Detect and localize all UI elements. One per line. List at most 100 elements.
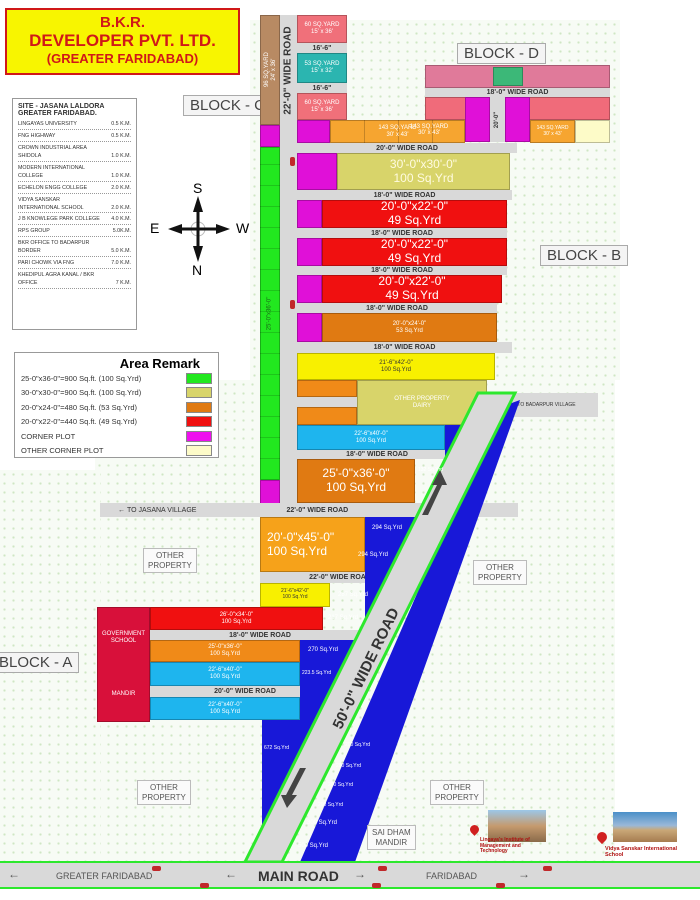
corner-plot-b4[interactable]: [297, 275, 322, 303]
map-pin-icon: [594, 829, 610, 845]
plot-20x45-orange[interactable]: 20'-0"x45'-0"100 Sq.Yrd: [260, 517, 365, 572]
plot-21x42-yellow[interactable]: 21'-6"x42'-0"100 Sq.Yrd: [297, 353, 495, 380]
plot-size: 49 Sq.Yrd: [387, 251, 442, 265]
legend-item: 30-0"x30-0"=900 Sq.ft. (100 Sq.Yrd): [21, 386, 212, 401]
plot-size: 49 Sq.Yrd: [387, 213, 442, 227]
road-18ft-g: 18'-0" WIDE ROAD: [150, 630, 370, 640]
plot-size: 30' x 43': [543, 130, 562, 137]
corner-plot-b3[interactable]: [297, 238, 322, 266]
arrow-left-icon: ←: [8, 867, 20, 881]
blue-plot-294-a[interactable]: 294 Sq.Yrd: [372, 525, 403, 531]
plot-red-row-3[interactable]: 20'-0"x22'-0"49 Sq.Yrd: [322, 274, 502, 303]
plot-25x36-orange[interactable]: 25'-0"x36'-0"100 Sq.Yrd: [297, 459, 415, 503]
car-icon: [152, 866, 161, 871]
road-18ft-b: 18'-0" WIDE ROAD: [297, 228, 507, 238]
label: SAI DHAM: [372, 828, 411, 837]
corner-plot-d1[interactable]: [465, 97, 490, 142]
plot-orange-small-1[interactable]: [297, 380, 357, 397]
plot-53-orange-row[interactable]: 20'-0"x24'-0"53 Sq.Yrd: [322, 313, 497, 342]
plot-label: 22'-6"x40'-0": [208, 701, 242, 708]
legend-title: Area Remark: [119, 356, 200, 371]
lingayas-photo: [488, 810, 546, 842]
label: OTHER: [442, 783, 471, 792]
corner-plot-b5[interactable]: [297, 313, 322, 342]
area-remark-legend: Area Remark 25-0"x36-0"=900 Sq.ft. (100 …: [14, 352, 219, 458]
plot-22x40-cyan-c[interactable]: 22'-6"x40'-0"100 Sq.Yrd: [150, 697, 300, 720]
plot-label: 20'-0"x22'-0": [380, 237, 449, 252]
blue-plot-294-b[interactable]: 294 Sq.Yrd: [358, 552, 389, 558]
road-18ft-c: 18'-0" WIDE ROAD: [297, 266, 507, 275]
road-20ft-a: 20'-0" WIDE ROAD: [297, 143, 517, 153]
legend-item: CORNER PLOT: [21, 429, 212, 444]
plot-label: 22'-6"x40'-0": [208, 667, 242, 674]
blue-plot-200-b[interactable]: 200 Sq.Yrd: [336, 763, 362, 769]
blue-plot-200-c[interactable]: 200 Sq.Yrd: [328, 782, 354, 788]
plot-96-sq-yard[interactable]: 96 SQ.YARD 24' x 36': [260, 15, 280, 125]
car-icon: [372, 883, 381, 888]
corner-plot-b2[interactable]: [297, 200, 322, 228]
plot-size: 100 Sq.Yrd: [393, 170, 454, 185]
lingayas-landmark[interactable]: Lingaya's Institute of Management and Te…: [458, 810, 548, 860]
corner-plot-143[interactable]: [297, 120, 330, 143]
plot-label: 60 SQ.YARD: [304, 22, 340, 29]
plot-red-row-2[interactable]: 20'-0"x22'-0"49 Sq.Yrd: [322, 237, 507, 266]
mandir-label: MANDIR: [111, 691, 136, 698]
compass-e: E: [150, 220, 160, 236]
other-corner-plot-d[interactable]: [575, 120, 610, 143]
arrow-down-icon: [281, 768, 306, 808]
corner-plot-c[interactable]: [260, 125, 280, 147]
legend-item: 20-0"x24-0"=480 Sq.ft. (53 Sq.Yrd): [21, 400, 212, 415]
place-name: ECHELON ENGG COLLEGE: [18, 184, 88, 191]
plot-30x30[interactable]: 30'-0"x30'-0"100 Sq.Yrd: [337, 153, 510, 190]
corner-plot-b1[interactable]: [297, 153, 337, 190]
plot-label: 30'-0"x30'-0": [389, 156, 458, 171]
legend-label: CORNER PLOT: [21, 431, 76, 441]
blue-plot-287[interactable]: 287 Sq.Yrd: [338, 592, 369, 598]
legend-label: 20-0"x22-0"=440 Sq.ft. (49 Sq.Yrd): [21, 417, 138, 427]
plot-21x42-yellow-b[interactable]: 21'-6"x42'-0"100 Sq.Yrd: [260, 583, 330, 607]
blue-plot-500[interactable]: 500 Sq.Yrd: [298, 843, 329, 849]
block-d-green-plot[interactable]: [493, 67, 523, 86]
arrow-right-icon: →: [354, 867, 366, 881]
plot-22x40-cyan-b[interactable]: 22'-6"x40'-0"100 Sq.Yrd: [150, 662, 300, 686]
blue-plot-223-5[interactable]: 223.5 Sq.Yrd: [302, 670, 332, 676]
car-icon: [378, 866, 387, 871]
blue-plot-217[interactable]: 217 Sq.Yrd: [328, 615, 359, 621]
plot-22x40-cyan-a[interactable]: 22'-6"x40'-0"100 Sq.Yrd: [297, 425, 445, 450]
plot-red-row-1[interactable]: 20'-0"x22'-0"49 Sq.Yrd: [322, 199, 507, 228]
blue-plot-200-a[interactable]: 200 Sq.Yrd: [345, 742, 371, 748]
plot-26x34-red[interactable]: 26'-0"x34'-0"100 Sq.Yrd: [150, 607, 323, 630]
plot-25x36-orange-b[interactable]: 25'-0"x36'-0"100 Sq.Yrd: [150, 640, 300, 662]
blue-plot-270[interactable]: 270 Sq.Yrd: [308, 647, 339, 653]
greater-faridabad-label: GREATER FARIDABAD: [56, 871, 153, 881]
corner-plot-d2[interactable]: [505, 97, 530, 142]
blue-plot-300[interactable]: 300 Sq.Yrd: [307, 820, 338, 826]
place-distance: 4.0 K.M.: [111, 216, 131, 223]
arrow-left-icon: ←: [225, 867, 237, 881]
vidya-sanskar-landmark[interactable]: Vidya Sanskar International School: [585, 812, 695, 862]
plot-size: 100 Sq.Yrd: [209, 708, 241, 715]
plot-label: 20'-0"x22'-0": [380, 199, 449, 214]
blue-plot-672[interactable]: 672 Sq.Yrd: [264, 745, 290, 751]
plot-label: 143 SQ.YARD: [378, 124, 417, 131]
blue-plot-200-d[interactable]: 200 Sq.Yrd: [318, 802, 344, 808]
road-22ft-vertical: 22'-0" WIDE ROAD: [280, 15, 297, 505]
label: OTHER: [485, 563, 514, 572]
blue-plot-132[interactable]: 132 Sq.Yrd: [418, 467, 444, 473]
green-plot-column[interactable]: 25'-0"x36'-0": [260, 147, 280, 480]
plot-label: 143 SQ.YARD: [410, 124, 449, 130]
plot-orange-small-2[interactable]: [297, 407, 357, 425]
road-16ft-b: 16'-6": [297, 83, 347, 93]
place-distance: 7 K.M.: [115, 280, 131, 287]
arrow-up-icon: [422, 470, 447, 515]
